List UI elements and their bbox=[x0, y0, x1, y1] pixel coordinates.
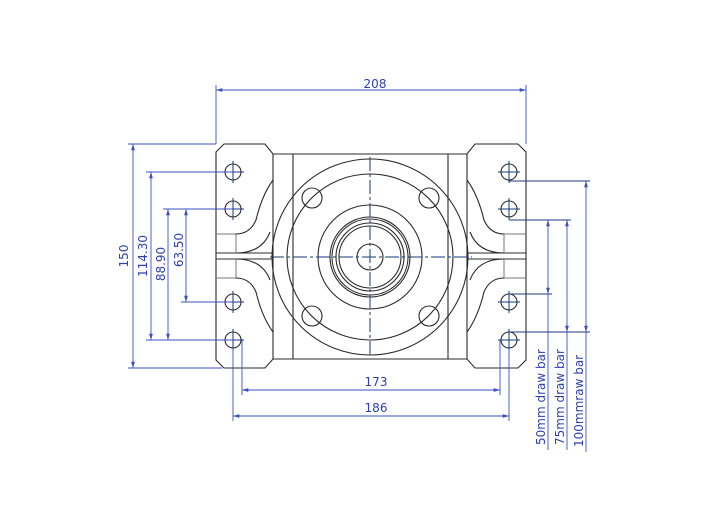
mounting-hole bbox=[498, 161, 520, 183]
dimension-186: 186 bbox=[232, 348, 510, 421]
draw-bar-label-50mm: 50mm draw bar bbox=[534, 349, 548, 445]
dimension-88-90: 88.90 bbox=[154, 208, 233, 340]
dimension-173: 173 bbox=[241, 340, 501, 395]
dimension-text-88-90: 88.90 bbox=[154, 247, 168, 281]
dimension-text-150: 150 bbox=[117, 245, 131, 268]
dimension-text-186: 186 bbox=[365, 401, 388, 415]
centerlines bbox=[270, 157, 472, 357]
draw-bar-100mm: 100mmraw bar bbox=[509, 180, 590, 452]
dimension-208: 208 bbox=[215, 77, 527, 144]
dimension-text-114-30: 114.30 bbox=[136, 235, 150, 277]
dimension-150: 150 bbox=[117, 143, 222, 369]
mounting-hole bbox=[498, 198, 520, 220]
draw-bar-50mm: 50mm draw bar bbox=[509, 219, 571, 450]
dimension-text-208: 208 bbox=[364, 77, 387, 91]
dimension-text-63-50: 63.50 bbox=[172, 233, 186, 267]
dimension-text-173: 173 bbox=[365, 375, 388, 389]
draw-bar-label-75mm: 75mm draw bar bbox=[553, 349, 567, 445]
draw-bar-label-100mm: 100mmraw bar bbox=[572, 355, 586, 447]
draw-bar-75mm: 75mm draw bar bbox=[509, 220, 590, 450]
dimension-63-50: 63.50 bbox=[172, 209, 233, 303]
dimension-114-30: 114.30 bbox=[136, 171, 233, 341]
base-plate bbox=[215, 143, 527, 369]
